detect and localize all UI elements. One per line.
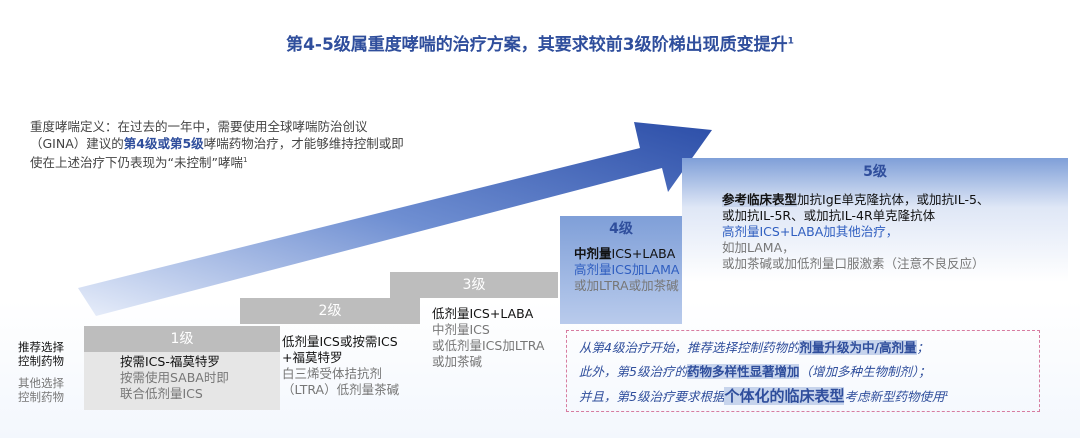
step-2-text: 低剂量ICS或按需ICS +福莫特罗 白三烯受体拮抗剂 （LTRA）低剂量茶碱 (282, 334, 400, 397)
page-title: 第4-5级属重度哮喘的治疗方案，其要求较前3级阶梯出现质变提升1 (286, 35, 794, 55)
step-4-bg (560, 216, 682, 324)
callout-line-2: 此外，第5级治疗的药物多样性显著增加（增加多种生物制剂）； (579, 364, 931, 379)
step-4: 4级 中剂量ICS+LABA 高剂量ICS加LAMA 或加LTRA或加茶碱 (560, 216, 682, 324)
step-4-label: 4级 (609, 221, 633, 237)
step-4-text: 中剂量ICS+LABA 高剂量ICS加LAMA 或加LTRA或加茶碱 (574, 246, 680, 293)
legend-other: 其他选择控制药物 (18, 376, 64, 404)
callout-line-3: 并且，第5级治疗要求根据个体化的临床表型考虑新型药物使用1 (579, 387, 949, 405)
step-1: 1级 按需ICS-福莫特罗 按需使用SABA时即 联合低剂量ICS (84, 326, 280, 410)
step-5-label: 5级 (863, 164, 887, 180)
step-5-text: 参考临床表型加抗IgE单克隆抗体，或加抗IL-5、 或加抗IL-5R、或加抗IL… (722, 192, 990, 271)
step-5-bg (682, 158, 1068, 282)
legend: 推荐选择控制药物 其他选择控制药物 (18, 340, 64, 404)
step-5: 5级 参考临床表型加抗IgE单克隆抗体，或加抗IL-5、 或加抗IL-5R、或加… (682, 158, 1068, 282)
callout-line-1: 从第4级治疗开始，推荐选择控制药物的剂量升级为中/高剂量； (579, 340, 930, 355)
step-3-label: 3级 (390, 272, 558, 298)
step-2: 2级 低剂量ICS或按需ICS +福莫特罗 白三烯受体拮抗剂 （LTRA）低剂量… (240, 298, 420, 410)
step-1-box (84, 352, 280, 410)
callout-box: 从第4级治疗开始，推荐选择控制药物的剂量升级为中/高剂量； 此外，第5级治疗的药… (566, 330, 1040, 412)
step-3-text: 低剂量ICS+LABA 中剂量ICS 或低剂量ICS加LTRA 或加茶碱 (432, 306, 545, 369)
legend-preferred: 推荐选择控制药物 (18, 340, 64, 368)
step-1-label: 1级 (84, 326, 280, 352)
step-2-label: 2级 (240, 298, 420, 324)
step-1-text: 按需ICS-福莫特罗 按需使用SABA时即 联合低剂量ICS (120, 354, 229, 401)
step-3: 3级 低剂量ICS+LABA 中剂量ICS 或低剂量ICS加LTRA 或加茶碱 (390, 272, 558, 410)
severe-asthma-definition: 重度哮喘定义：在过去的一年中，需要使用全球哮喘防治创议 （GINA）建议的第4级… (30, 119, 404, 171)
